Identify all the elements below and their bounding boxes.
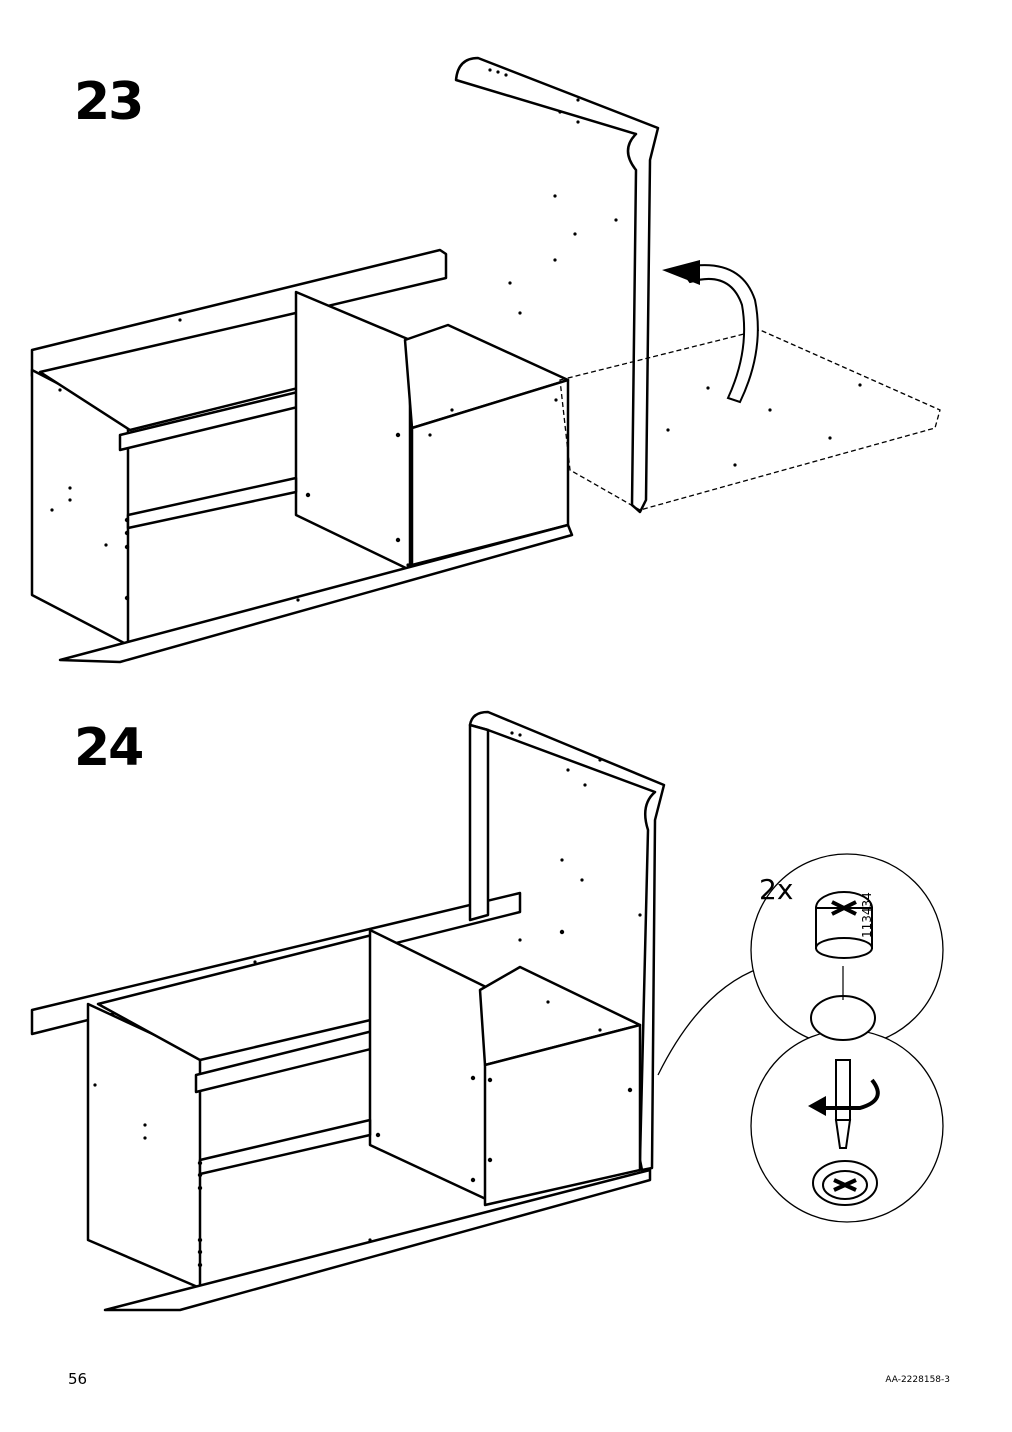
step-23-illustration	[30, 56, 941, 664]
step-number-23: 23	[74, 72, 144, 132]
page-number: 56	[68, 1370, 88, 1388]
cam-lock-fitting-icon	[815, 891, 873, 959]
part-number-label: 113434	[860, 892, 874, 938]
quantity-label: 2x	[759, 873, 794, 906]
screwdriver-icon	[834, 1059, 852, 1149]
document-code: AA-2228158-3	[885, 1375, 950, 1385]
rotation-arrow-icon	[662, 260, 759, 404]
step-number-24: 24	[74, 718, 144, 778]
clockwise-turn-icon	[808, 1078, 880, 1116]
step-24-illustration	[30, 710, 944, 1312]
cam-lock-detail	[750, 853, 944, 1223]
